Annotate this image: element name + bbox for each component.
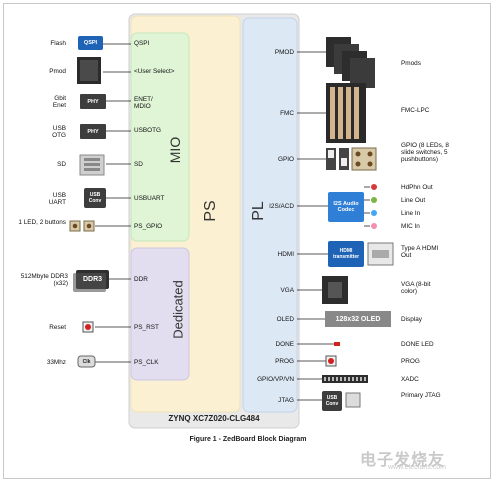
gpio-components-icon bbox=[326, 147, 377, 171]
signal-usbotg: USBOTG bbox=[134, 127, 161, 134]
clock-chip-label: Clk bbox=[82, 358, 91, 365]
audio-line-in: Line In bbox=[401, 210, 421, 217]
mio-region bbox=[130, 32, 190, 242]
signal-prog: PROG bbox=[275, 358, 294, 365]
usbotg-phy-chip bbox=[80, 124, 106, 139]
audio-codec-label: I2S Audio Codec bbox=[333, 200, 359, 214]
display-label: Display bbox=[401, 316, 422, 323]
hdmi-out-label: Type A HDMI Out bbox=[401, 245, 439, 259]
reset-label: Reset bbox=[49, 324, 66, 331]
dedicated-region bbox=[130, 247, 190, 381]
signal-usbuart: USBUART bbox=[134, 195, 165, 202]
signal-qspi: QSPI bbox=[134, 40, 150, 47]
clock-oscillator-icon bbox=[77, 355, 96, 368]
signal-oled: OLED bbox=[276, 316, 294, 323]
audio-mic-in: MIC In bbox=[401, 223, 420, 230]
led-buttons-label: 1 LED, 2 buttons bbox=[18, 219, 66, 226]
signal-fmc: FMC bbox=[280, 110, 294, 117]
fmc-lpc-label: FMC-LPC bbox=[401, 107, 430, 114]
usb-uart-label: USB UART bbox=[48, 192, 66, 206]
watermark-logo-text: 电子发烧友 bbox=[360, 452, 446, 469]
pl-label: PL bbox=[250, 201, 267, 221]
clock-freq-label: 33Mhz bbox=[46, 359, 66, 366]
signal-vga: VGA bbox=[280, 287, 295, 294]
xadc-label: XADC bbox=[401, 376, 419, 383]
usb-otg-label: USB OTG bbox=[52, 125, 66, 139]
usbuart-chip bbox=[84, 188, 106, 208]
signal-done: DONE bbox=[275, 341, 294, 348]
ddr3-chip-label: DDR3 bbox=[82, 276, 103, 283]
usbuart-chip-label: USB Conv bbox=[88, 192, 102, 204]
primary-jtag-label: Primary JTAG bbox=[401, 392, 441, 399]
signal-i2s-acd: I2S/ACD bbox=[269, 203, 294, 210]
signal-hdmi: HDMI bbox=[277, 251, 294, 258]
jtag-usb-chip bbox=[322, 391, 342, 411]
ddr3-size-label: 512Mbyte DDR3 (x32) bbox=[20, 273, 68, 287]
signal-ps-rst: PS_RST bbox=[134, 324, 159, 331]
done-led-icon bbox=[334, 342, 340, 346]
qspi-flash-chip bbox=[78, 36, 103, 50]
signal-gpio: GPIO bbox=[278, 156, 294, 163]
mio-label: MIO bbox=[167, 136, 183, 164]
qspi-chip-label: QSPI bbox=[83, 40, 98, 46]
watermark-url: www.elecfans.com bbox=[388, 464, 446, 471]
audio-codec-chip bbox=[328, 192, 364, 222]
prog-label: PROG bbox=[401, 358, 420, 365]
dedicated-label: Dedicated bbox=[170, 280, 186, 339]
image-frame bbox=[3, 3, 491, 479]
ps-label: PS bbox=[202, 200, 219, 222]
signal-pmod: PMOD bbox=[274, 49, 294, 56]
gbit-enet-label: Gbit Enet bbox=[52, 95, 66, 109]
zynq-chip-name: ZYNQ XC7Z020-CLG484 bbox=[168, 414, 260, 423]
pmod-left-label: Pmod bbox=[49, 68, 66, 75]
signal-jtag: JTAG bbox=[278, 397, 294, 404]
vga-desc-label: VGA (8-bit color) bbox=[401, 281, 431, 295]
signal-gpio-vp-vn: GPIO/VP/VN bbox=[257, 376, 294, 383]
enet-phy-chip bbox=[80, 94, 106, 109]
right-connectors bbox=[297, 51, 370, 401]
hdmi-transmitter-label: HDMI transmitter bbox=[332, 248, 360, 260]
audio-line-out: Line Out bbox=[401, 197, 426, 204]
audio-hdphn-out: HdPhn Out bbox=[401, 184, 433, 191]
left-connectors bbox=[95, 43, 131, 363]
pl-region bbox=[242, 17, 298, 413]
sd-label: SD bbox=[57, 161, 66, 168]
enet-phy-label: PHY bbox=[87, 98, 99, 105]
jtag-usb-port-icon bbox=[345, 392, 361, 408]
hdmi-transmitter-chip bbox=[328, 241, 364, 267]
oled-display-icon bbox=[325, 311, 391, 327]
signal-ps-clk: PS_CLK bbox=[134, 359, 159, 366]
signal-ps-gpio: PS_GPIO bbox=[134, 223, 163, 230]
signal-user-select: <User Select> bbox=[134, 68, 175, 75]
jtag-chip-label: USB Conv bbox=[325, 395, 339, 407]
signal-sd: SD bbox=[134, 161, 143, 168]
fmc-connector-icon bbox=[326, 83, 366, 143]
figure-caption: Figure 1 - ZedBoard Block Diagram bbox=[189, 436, 307, 443]
pmods-label: Pmods bbox=[401, 60, 421, 67]
gpio-desc-label: GPIO (8 LEDs, 8 slide switches, 5 pushbu… bbox=[401, 142, 449, 163]
done-led-label: DONE LED bbox=[401, 341, 434, 348]
vga-connector-icon bbox=[322, 276, 348, 304]
usbotg-phy-label: PHY bbox=[87, 128, 99, 135]
signal-ddr: DDR bbox=[134, 276, 148, 283]
signal-enet-mdio: ENET/ MDIO bbox=[134, 96, 153, 110]
pmod-connectors-icon bbox=[326, 37, 375, 88]
flash-label: Flash bbox=[50, 40, 66, 47]
oled-chip-label: 128x32 OLED bbox=[335, 315, 381, 323]
